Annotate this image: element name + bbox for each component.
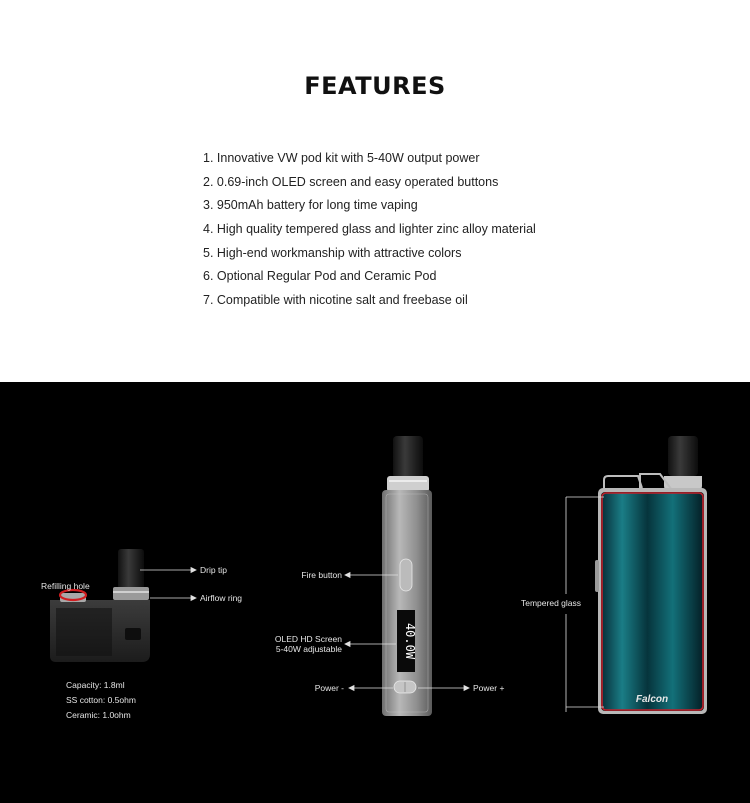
airflow-ring xyxy=(113,587,149,600)
fire-button[interactable] xyxy=(399,558,413,592)
pod-spec-ceramic: Ceramic: 1.0ohm xyxy=(66,710,131,720)
feature-item: 6. Optional Regular Pod and Ceramic Pod xyxy=(203,269,437,284)
features-list: 1. Innovative VW pod kit with 5-40W outp… xyxy=(203,150,536,316)
oled-readout: 40.0W xyxy=(403,623,417,660)
pod-cartridge xyxy=(50,549,150,662)
feature-item: 4. High quality tempered glass and light… xyxy=(203,222,536,237)
feature-item: 7. Compatible with nicotine salt and fre… xyxy=(203,293,468,308)
drip-tip xyxy=(118,549,144,589)
device-body xyxy=(382,490,432,716)
tempered-glass-label: Tempered glass xyxy=(521,598,582,608)
oled-screen xyxy=(397,610,415,672)
feature-item: 5. High-end workmanship with attractive … xyxy=(203,245,462,260)
product-showcase: 40.0W Falcon xyxy=(0,382,750,803)
power-minus-label: Power - xyxy=(314,683,344,693)
features-heading: FEATURES xyxy=(304,72,446,100)
drip-tip xyxy=(668,436,698,476)
airflow-ring-label: Airflow ring xyxy=(200,593,243,603)
tempered-glass-panel xyxy=(601,492,704,711)
drip-tip-label: Drip tip xyxy=(200,565,227,575)
brand-logo: Falcon xyxy=(636,694,668,705)
device-front-view: Falcon xyxy=(595,436,707,714)
pod-spec-ss-cotton: SS cotton: 0.5ohm xyxy=(66,695,136,705)
feature-item: 1. Innovative VW pod kit with 5-40W outp… xyxy=(203,151,480,165)
device-side-view: 40.0W xyxy=(382,436,432,716)
refilling-hole-label: Refilling hole xyxy=(41,581,90,591)
drip-tip xyxy=(393,436,423,478)
feature-item: 2. 0.69-inch OLED screen and easy operat… xyxy=(203,174,499,189)
feature-item: 3. 950mAh battery for long time vaping xyxy=(203,198,418,213)
product-illustration: 40.0W Falcon xyxy=(50,436,707,716)
refilling-hole-marker xyxy=(58,588,88,602)
pod-spec-capacity: Capacity: 1.8ml xyxy=(66,680,125,690)
power-plus-label: Power + xyxy=(473,683,505,693)
fire-button-label: Fire button xyxy=(301,570,342,580)
oled-label-line2: 5-40W adjustable xyxy=(275,644,342,654)
features-section: FEATURES 1. Innovative VW pod kit with 5… xyxy=(0,0,750,382)
oled-label-line1: OLED HD Screen xyxy=(274,634,342,644)
